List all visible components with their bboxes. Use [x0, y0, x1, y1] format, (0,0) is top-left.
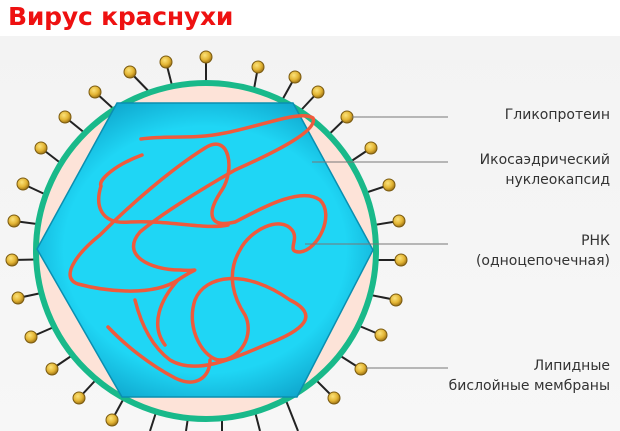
leader-lines	[305, 116, 448, 369]
icosahedral-nucleocapsid	[36, 102, 374, 398]
glycoprotein-heads	[5, 50, 408, 427]
label-nucleocapsid: Икосаэдрический нуклеокапсид	[480, 150, 610, 190]
label-rna: РНК (одноцепочечная)	[476, 231, 610, 271]
label-membrane-line1: Липидные	[533, 358, 610, 374]
label-rna-line2: (одноцепочечная)	[475, 253, 610, 269]
label-rna-line1: РНК	[581, 233, 610, 249]
label-glycoprotein: Гликопротеин	[505, 105, 610, 125]
diagram-title: Вирус краснухи	[8, 2, 234, 31]
label-nucleocapsid-line1: Икосаэдрический	[479, 152, 610, 168]
label-membrane: Липидные бислойные мембраны	[449, 356, 610, 396]
label-membrane-line2: бислойные мембраны	[448, 378, 610, 394]
label-glycoprotein-text: Гликопротеин	[504, 107, 610, 123]
label-nucleocapsid-line2: нуклеокапсид	[505, 172, 610, 188]
rna-strand	[68, 113, 328, 384]
